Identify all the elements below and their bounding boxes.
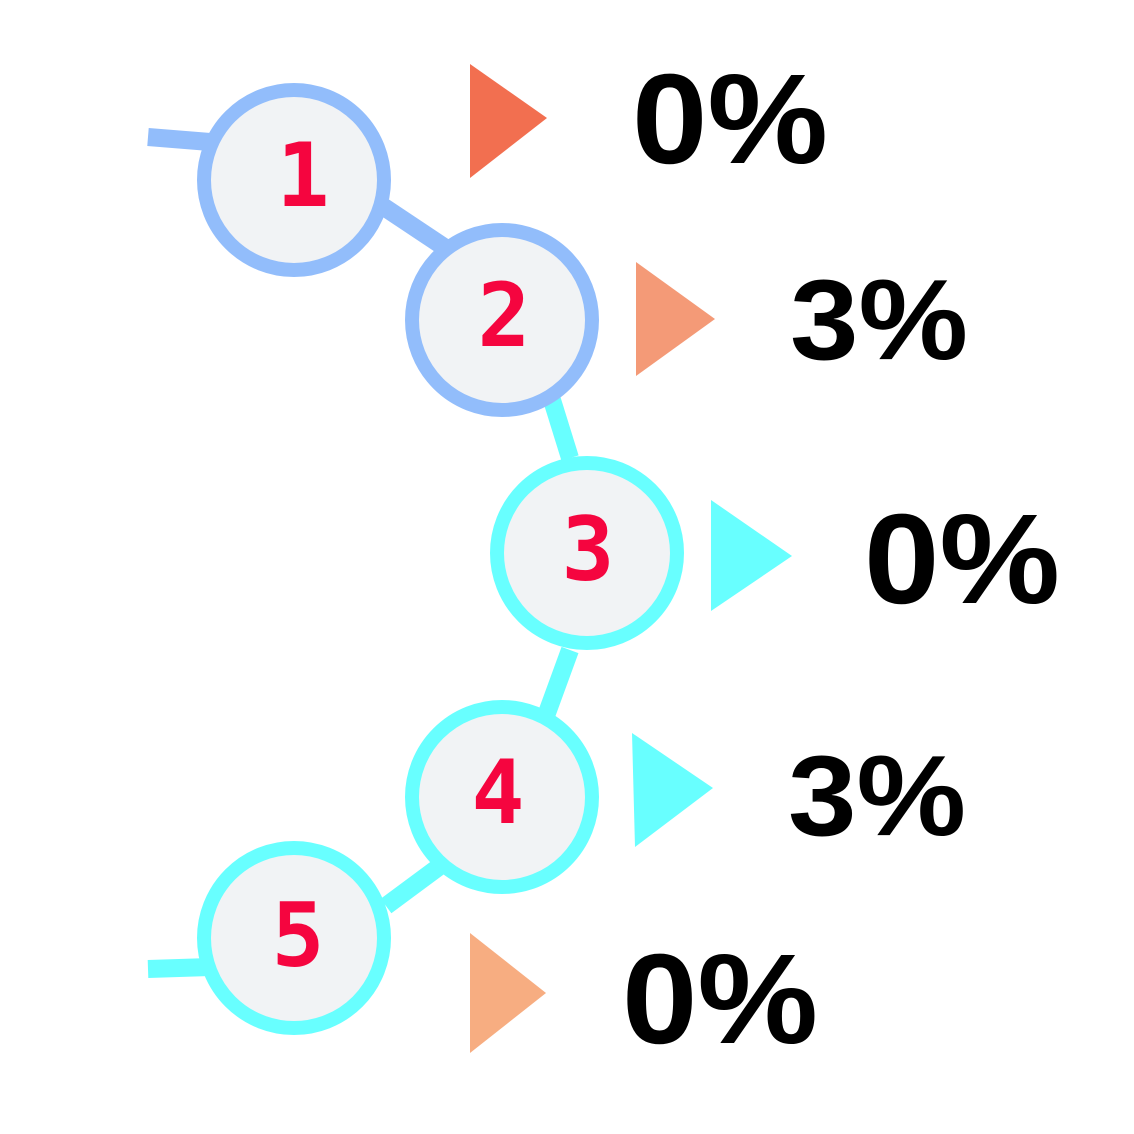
connector-3-4 xyxy=(538,646,579,717)
step-number: 3 xyxy=(562,498,615,601)
node-ring xyxy=(405,700,599,894)
step-number: 5 xyxy=(272,884,325,987)
step-node-3: 3 xyxy=(490,456,684,650)
step-number: 1 xyxy=(277,124,330,227)
connector-lead-out xyxy=(147,958,211,978)
step-number: 2 xyxy=(478,264,531,367)
arrow-triangle-icon-3 xyxy=(711,500,792,611)
step-node-2: 2 xyxy=(405,223,599,417)
connector-lead-in xyxy=(147,128,211,151)
node-ring xyxy=(197,841,391,1035)
connector-2-3 xyxy=(543,397,579,461)
node-ring xyxy=(197,83,391,277)
connector-4-5 xyxy=(380,858,446,914)
node-ring xyxy=(405,223,599,417)
connectors xyxy=(147,128,579,978)
step-value-2: 3% xyxy=(790,257,968,384)
step-node-4: 4 xyxy=(405,700,599,894)
step-value-5: 0% xyxy=(622,928,818,1071)
step-value-4: 3% xyxy=(788,733,966,860)
step-node-5: 5 xyxy=(197,841,391,1035)
connector-1-2 xyxy=(379,199,449,255)
arrow-triangle-icon-1 xyxy=(470,64,547,178)
arrow-triangle-icon-5 xyxy=(470,933,546,1053)
arrow-triangle-icon-4 xyxy=(632,733,713,847)
step-value-3: 0% xyxy=(864,488,1060,631)
node-ring xyxy=(490,456,684,650)
arrow-triangle-icon-2 xyxy=(636,262,715,376)
step-number: 4 xyxy=(472,741,525,844)
step-value-1: 0% xyxy=(632,48,828,191)
step-node-1: 1 xyxy=(197,83,391,277)
